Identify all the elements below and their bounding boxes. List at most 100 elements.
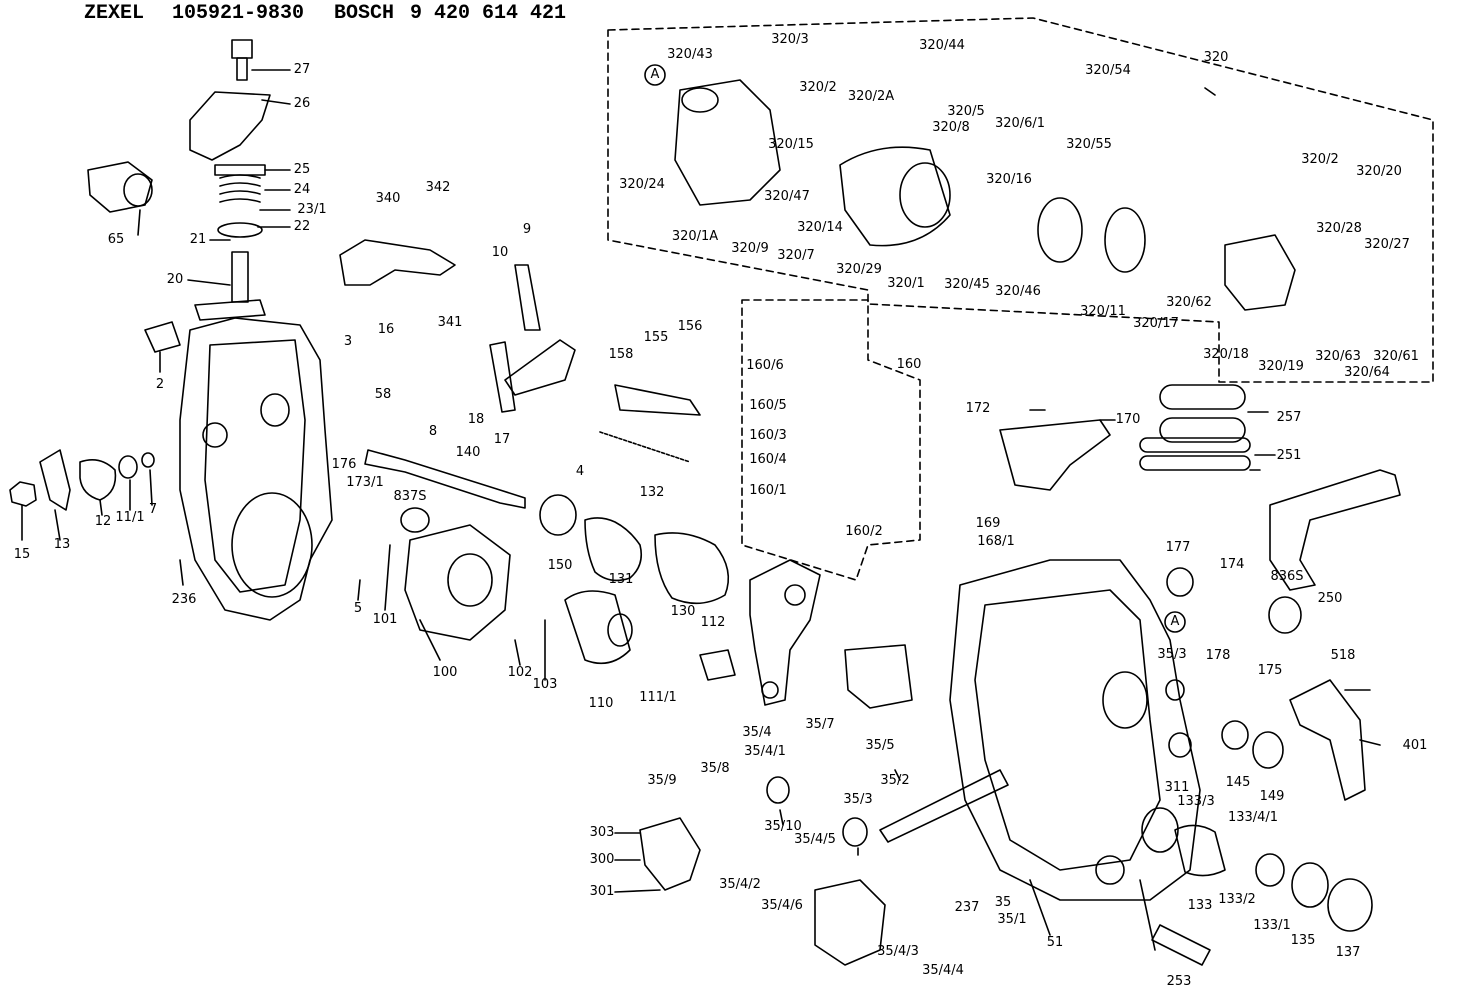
callout-18: 18 (467, 412, 485, 427)
callout-35-4-2: 35/4/2 (719, 877, 761, 892)
callout-101: 101 (372, 612, 398, 627)
callout-35: 35 (994, 895, 1012, 910)
shaft-140 (364, 449, 526, 509)
assembly-320-boundary (607, 17, 1434, 383)
callout-135: 135 (1290, 933, 1316, 948)
tube-257-b (1159, 417, 1246, 443)
callout-4: 4 (575, 464, 585, 479)
callout-13: 13 (53, 537, 71, 552)
bracket-35-5 (844, 644, 913, 709)
callout-58: 58 (374, 387, 392, 402)
callout-35-7: 35/7 (805, 717, 835, 732)
callout-140: 140 (455, 445, 481, 460)
callout-169: 169 (975, 516, 1001, 531)
callout-340: 340 (375, 191, 401, 206)
part-320-18 (1224, 234, 1296, 311)
callout-401: 401 (1402, 738, 1428, 753)
callout-35-10: 35/10 (764, 819, 802, 834)
callout-17: 17 (493, 432, 511, 447)
callout-12: 12 (94, 514, 112, 529)
callout-173-1: 173/1 (346, 475, 384, 490)
callout-320-6-1: 320/6/1 (994, 116, 1046, 131)
callout-320-1A: 320/1A (671, 229, 719, 244)
callout-35-4-5: 35/4/5 (794, 832, 836, 847)
callout-320-43: 320/43 (667, 47, 713, 62)
callout-170: 170 (1115, 412, 1141, 427)
plug-2 (144, 321, 181, 353)
callout-160-3: 160/3 (749, 428, 787, 443)
callout-160-4: 160/4 (749, 452, 787, 467)
ref-letter-a: A (1170, 614, 1180, 629)
callout-21: 21 (189, 232, 207, 247)
callout-836S: 836S (1270, 569, 1304, 584)
callout-131: 131 (608, 572, 634, 587)
valve-20 (231, 251, 249, 303)
callout-15: 15 (13, 547, 31, 562)
callout-35-5: 35/5 (865, 738, 895, 753)
callout-236: 236 (171, 592, 197, 607)
plate-300 (639, 817, 701, 891)
callout-251: 251 (1276, 448, 1302, 463)
callout-320-29: 320/29 (836, 262, 882, 277)
callout-320-20: 320/20 (1356, 164, 1402, 179)
body-35-4-5 (814, 879, 886, 966)
callout-35-2: 35/2 (880, 773, 910, 788)
pin-35-2 (879, 769, 1009, 843)
callout-27: 27 (293, 62, 311, 77)
spring-12 (79, 459, 117, 501)
callout-100: 100 (432, 665, 458, 680)
callout-23-1: 23/1 (297, 202, 327, 217)
callout-320-2A: 320/2A (847, 89, 895, 104)
callout-168-1: 168/1 (977, 534, 1015, 549)
callout-51: 51 (1046, 935, 1064, 950)
callout-35-4-6: 35/4/6 (761, 898, 803, 913)
callout-133-2: 133/2 (1218, 892, 1256, 907)
spring-132 (599, 431, 691, 463)
callout-22: 22 (293, 219, 311, 234)
sleeve-65 (87, 161, 153, 213)
callout-103: 103 (532, 677, 558, 692)
ref-circle-a-2 (1164, 611, 1186, 633)
callout-320-15: 320/15 (768, 137, 814, 152)
callout-158: 158 (608, 347, 634, 362)
callout-130: 130 (670, 604, 696, 619)
callout-341: 341 (437, 315, 463, 330)
callout-320-45: 320/45 (944, 277, 990, 292)
callout-111-1: 111/1 (639, 690, 677, 705)
assembly-160-boundary (741, 299, 921, 581)
callout-160-6: 160/6 (746, 358, 784, 373)
callout-518: 518 (1330, 648, 1356, 663)
block-112 (699, 649, 736, 681)
callout-35-3b: 35/3 (843, 792, 873, 807)
callout-172: 172 (965, 401, 991, 416)
callout-320-5: 320/5 (947, 104, 985, 119)
callout-320-62: 320/62 (1166, 295, 1212, 310)
callout-156: 156 (677, 319, 703, 334)
callout-320-7: 320/7 (777, 248, 815, 263)
callout-320-18: 320/18 (1203, 347, 1249, 362)
callout-102: 102 (507, 665, 533, 680)
callout-320-2b: 320/2 (1301, 152, 1339, 167)
callout-133-3: 133/3 (1177, 794, 1215, 809)
callout-7: 7 (148, 502, 158, 517)
callout-320-17: 320/17 (1133, 316, 1179, 331)
bosch-part-number: 9 420 614 421 (410, 2, 567, 25)
lever-170 (999, 419, 1111, 491)
callout-320-47: 320/47 (764, 189, 810, 204)
callout-26: 26 (293, 96, 311, 111)
lever-35-4 (749, 559, 821, 706)
nut-15 (9, 481, 37, 507)
callout-160-2: 160/2 (845, 524, 883, 539)
callout-133: 133 (1187, 898, 1213, 913)
callout-5: 5 (353, 601, 363, 616)
stud-253 (1151, 924, 1211, 966)
callout-35-8: 35/8 (700, 761, 730, 776)
callout-300: 300 (589, 852, 615, 867)
callout-20: 20 (166, 272, 184, 287)
callout-35-1: 35/1 (997, 912, 1027, 927)
callout-132: 132 (639, 485, 665, 500)
callout-320-27: 320/27 (1364, 237, 1410, 252)
spring-131 (584, 517, 643, 582)
